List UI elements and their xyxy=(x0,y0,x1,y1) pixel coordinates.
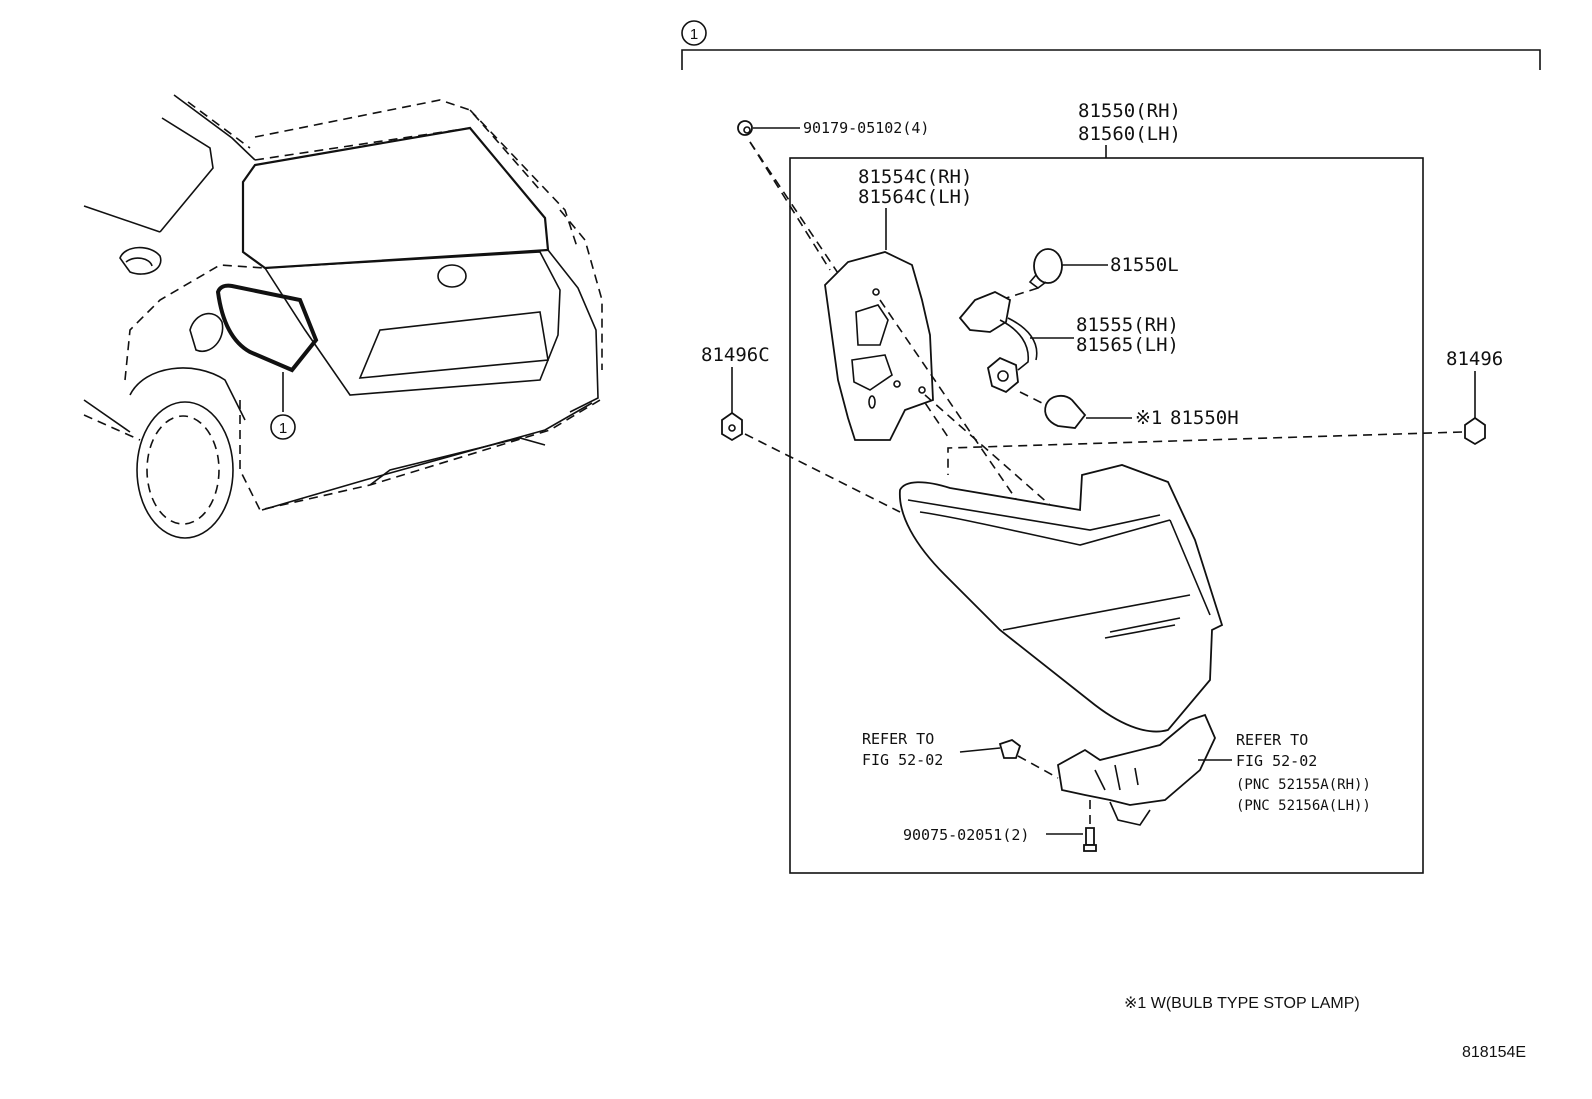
label-refer-right-1: REFER TO xyxy=(1236,731,1308,749)
label-refer-left-2: FIG 52-02 xyxy=(862,751,943,769)
clip-right-icon xyxy=(1464,416,1486,446)
lower-bracket-icon xyxy=(1057,713,1216,826)
assembly-bracket: 1 xyxy=(681,20,1541,70)
gasket-plate-icon xyxy=(824,251,934,441)
tail-lamp-lens-icon xyxy=(899,464,1224,733)
footnote: ※1 W(BULB TYPE STOP LAMP) xyxy=(1124,995,1360,1012)
label-clip-left: 81496C xyxy=(701,344,770,366)
label-screw-top: 90179-05102(4) xyxy=(803,119,929,137)
label-lamp-rh: 81550(RH) xyxy=(1078,100,1181,122)
car-rear-illustration: 1 xyxy=(83,94,603,539)
label-screw-bottom: 90075-02051(2) xyxy=(903,826,1029,844)
label-socket-lh: 81565(LH) xyxy=(1076,334,1179,356)
figure-id: 818154E xyxy=(1462,1044,1526,1061)
label-pnc-lh: (PNC 52156A(LH)) xyxy=(1236,798,1371,814)
label-refer-right-2: FIG 52-02 xyxy=(1236,752,1317,770)
label-socket-rh: 81555(RH) xyxy=(1076,314,1179,336)
callout-number-top: 1 xyxy=(690,26,698,43)
clip-left-icon xyxy=(721,411,743,442)
label-refer-left-1: REFER TO xyxy=(862,730,934,748)
label-bulb-h: 81550H xyxy=(1170,407,1239,429)
label-bulb-h-mark: ※1 xyxy=(1135,407,1162,429)
bulb-81550h-icon xyxy=(1044,394,1087,429)
screw-top-icon xyxy=(737,120,753,136)
label-lamp-lh: 81560(LH) xyxy=(1078,123,1181,145)
screw-bottom-icon xyxy=(1083,827,1097,852)
label-bulb-l: 81550L xyxy=(1110,254,1179,276)
socket-wire-icon xyxy=(958,291,1038,394)
pin-clip-icon xyxy=(998,738,1022,759)
label-gasket-lh: 81564C(LH) xyxy=(858,186,972,208)
label-pnc-rh: (PNC 52155A(RH)) xyxy=(1236,777,1371,793)
callout-number-lamp: 1 xyxy=(279,420,287,437)
bulb-81550l-icon xyxy=(1028,248,1063,289)
callout-circle-lamp xyxy=(270,414,296,440)
label-clip-right: 81496 xyxy=(1446,348,1503,370)
label-gasket-rh: 81554C(RH) xyxy=(858,166,972,188)
